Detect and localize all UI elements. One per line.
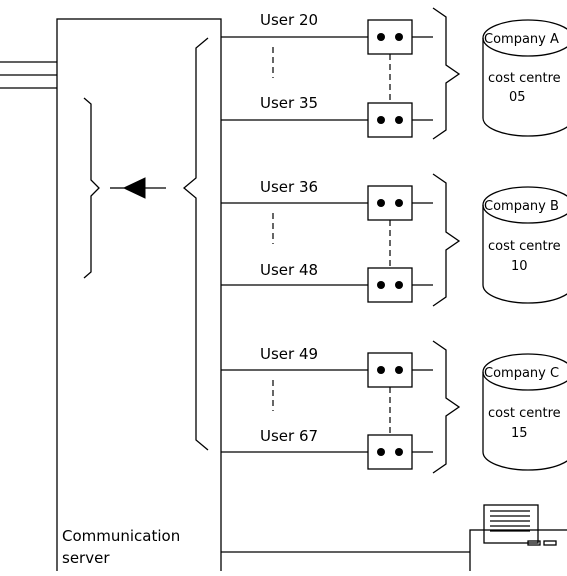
company-c-database-icon bbox=[482, 353, 567, 471]
group-a-first-user: User 20 bbox=[260, 11, 318, 29]
server-label-line1: Communication bbox=[62, 527, 180, 545]
group-company-a: User 20 User 35 Company A cost centre 05 bbox=[221, 7, 567, 140]
socket-icon bbox=[367, 185, 413, 221]
company-b-name: Company B bbox=[484, 199, 559, 214]
group-a-last-user: User 35 bbox=[260, 94, 318, 112]
company-c-cost-label: cost centre bbox=[488, 406, 561, 421]
group-c-last-user: User 67 bbox=[260, 427, 318, 445]
socket-icon bbox=[367, 434, 413, 470]
socket-icon bbox=[367, 19, 413, 55]
company-b-database-icon bbox=[482, 186, 567, 304]
server-box bbox=[56, 18, 222, 576]
company-c-name: Company C bbox=[484, 366, 559, 381]
company-a-database-icon bbox=[482, 19, 567, 137]
group-company-b: User 36 User 48 Company B cost centre 10 bbox=[221, 173, 567, 307]
output-brace bbox=[182, 37, 209, 451]
group-a-brace bbox=[432, 7, 461, 140]
company-a-cost-value: 05 bbox=[509, 90, 526, 105]
group-c-brace bbox=[432, 340, 461, 474]
group-c-first-user: User 49 bbox=[260, 345, 318, 363]
server-label-line2: server bbox=[62, 549, 110, 567]
company-b-cost-value: 10 bbox=[511, 259, 528, 274]
company-a-cost-label: cost centre bbox=[488, 71, 561, 86]
socket-icon bbox=[367, 267, 413, 303]
group-b-brace bbox=[432, 173, 461, 307]
group-b-last-user: User 48 bbox=[260, 261, 318, 279]
group-b-first-user: User 36 bbox=[260, 178, 318, 196]
group-company-c: User 49 User 67 Company C cost centre 15 bbox=[221, 340, 567, 474]
printer-icon bbox=[469, 504, 567, 576]
company-a-name: Company A bbox=[484, 32, 559, 47]
socket-icon bbox=[367, 352, 413, 388]
socket-icon bbox=[367, 102, 413, 138]
company-c-cost-value: 15 bbox=[511, 426, 528, 441]
company-b-cost-label: cost centre bbox=[488, 239, 561, 254]
switch-arrow-icon bbox=[110, 177, 166, 199]
trunk-lines bbox=[0, 61, 57, 89]
input-brace bbox=[83, 97, 100, 279]
